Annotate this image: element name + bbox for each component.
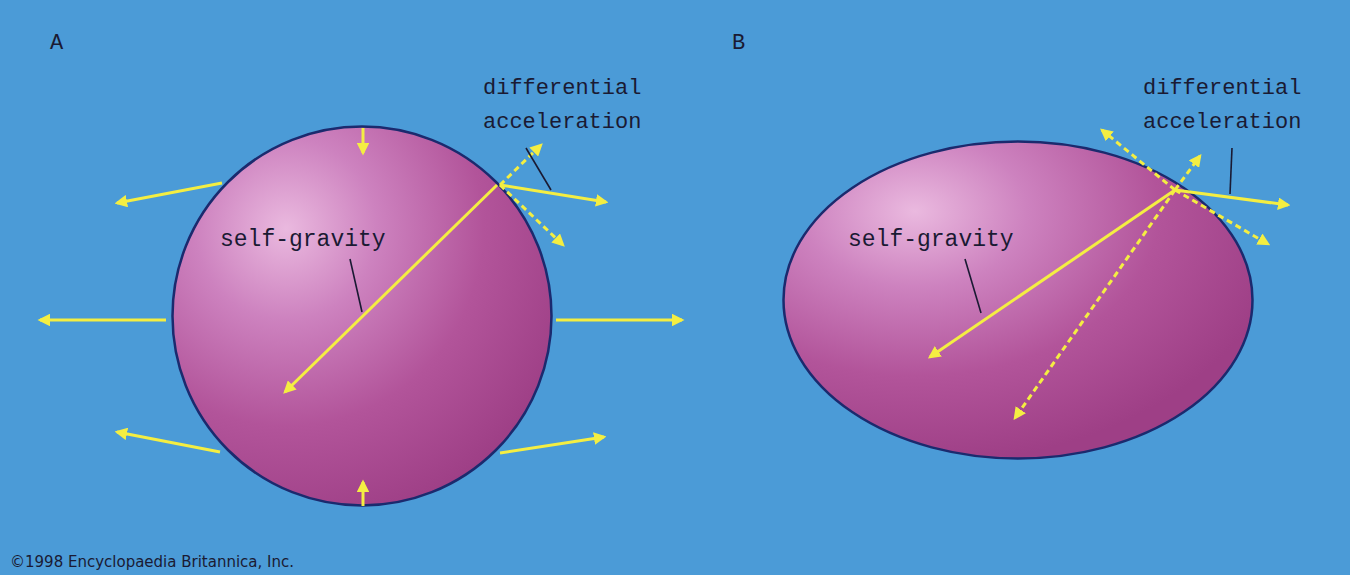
tidal-arrow — [117, 183, 222, 203]
force-label: differential acceleration — [483, 72, 673, 140]
force-label: self-gravity — [848, 226, 1014, 254]
force-label: differential acceleration — [1143, 72, 1333, 140]
tidal-arrow — [40, 319, 166, 322]
body-shape — [784, 142, 1253, 459]
tidal-arrow — [556, 319, 682, 322]
body-outline — [782, 140, 1254, 460]
tidal-arrow — [117, 432, 220, 452]
tidal-arrow — [500, 185, 606, 202]
leader-line — [1230, 148, 1232, 194]
planet-ellipsoid: self-gravity — [782, 140, 1254, 460]
panel-letter: B — [732, 30, 745, 58]
leader-line — [526, 148, 551, 190]
component-arrow — [500, 145, 541, 185]
tidal-arrow — [500, 437, 604, 453]
body-shape — [173, 127, 552, 506]
planet-sphere: self-gravity — [171, 125, 553, 507]
copyright-note: ©1998 Encyclopaedia Britannica, Inc. — [10, 552, 294, 572]
body-outline — [171, 125, 553, 507]
panel-letter: A — [50, 30, 63, 58]
force-label: self-gravity — [220, 226, 386, 254]
